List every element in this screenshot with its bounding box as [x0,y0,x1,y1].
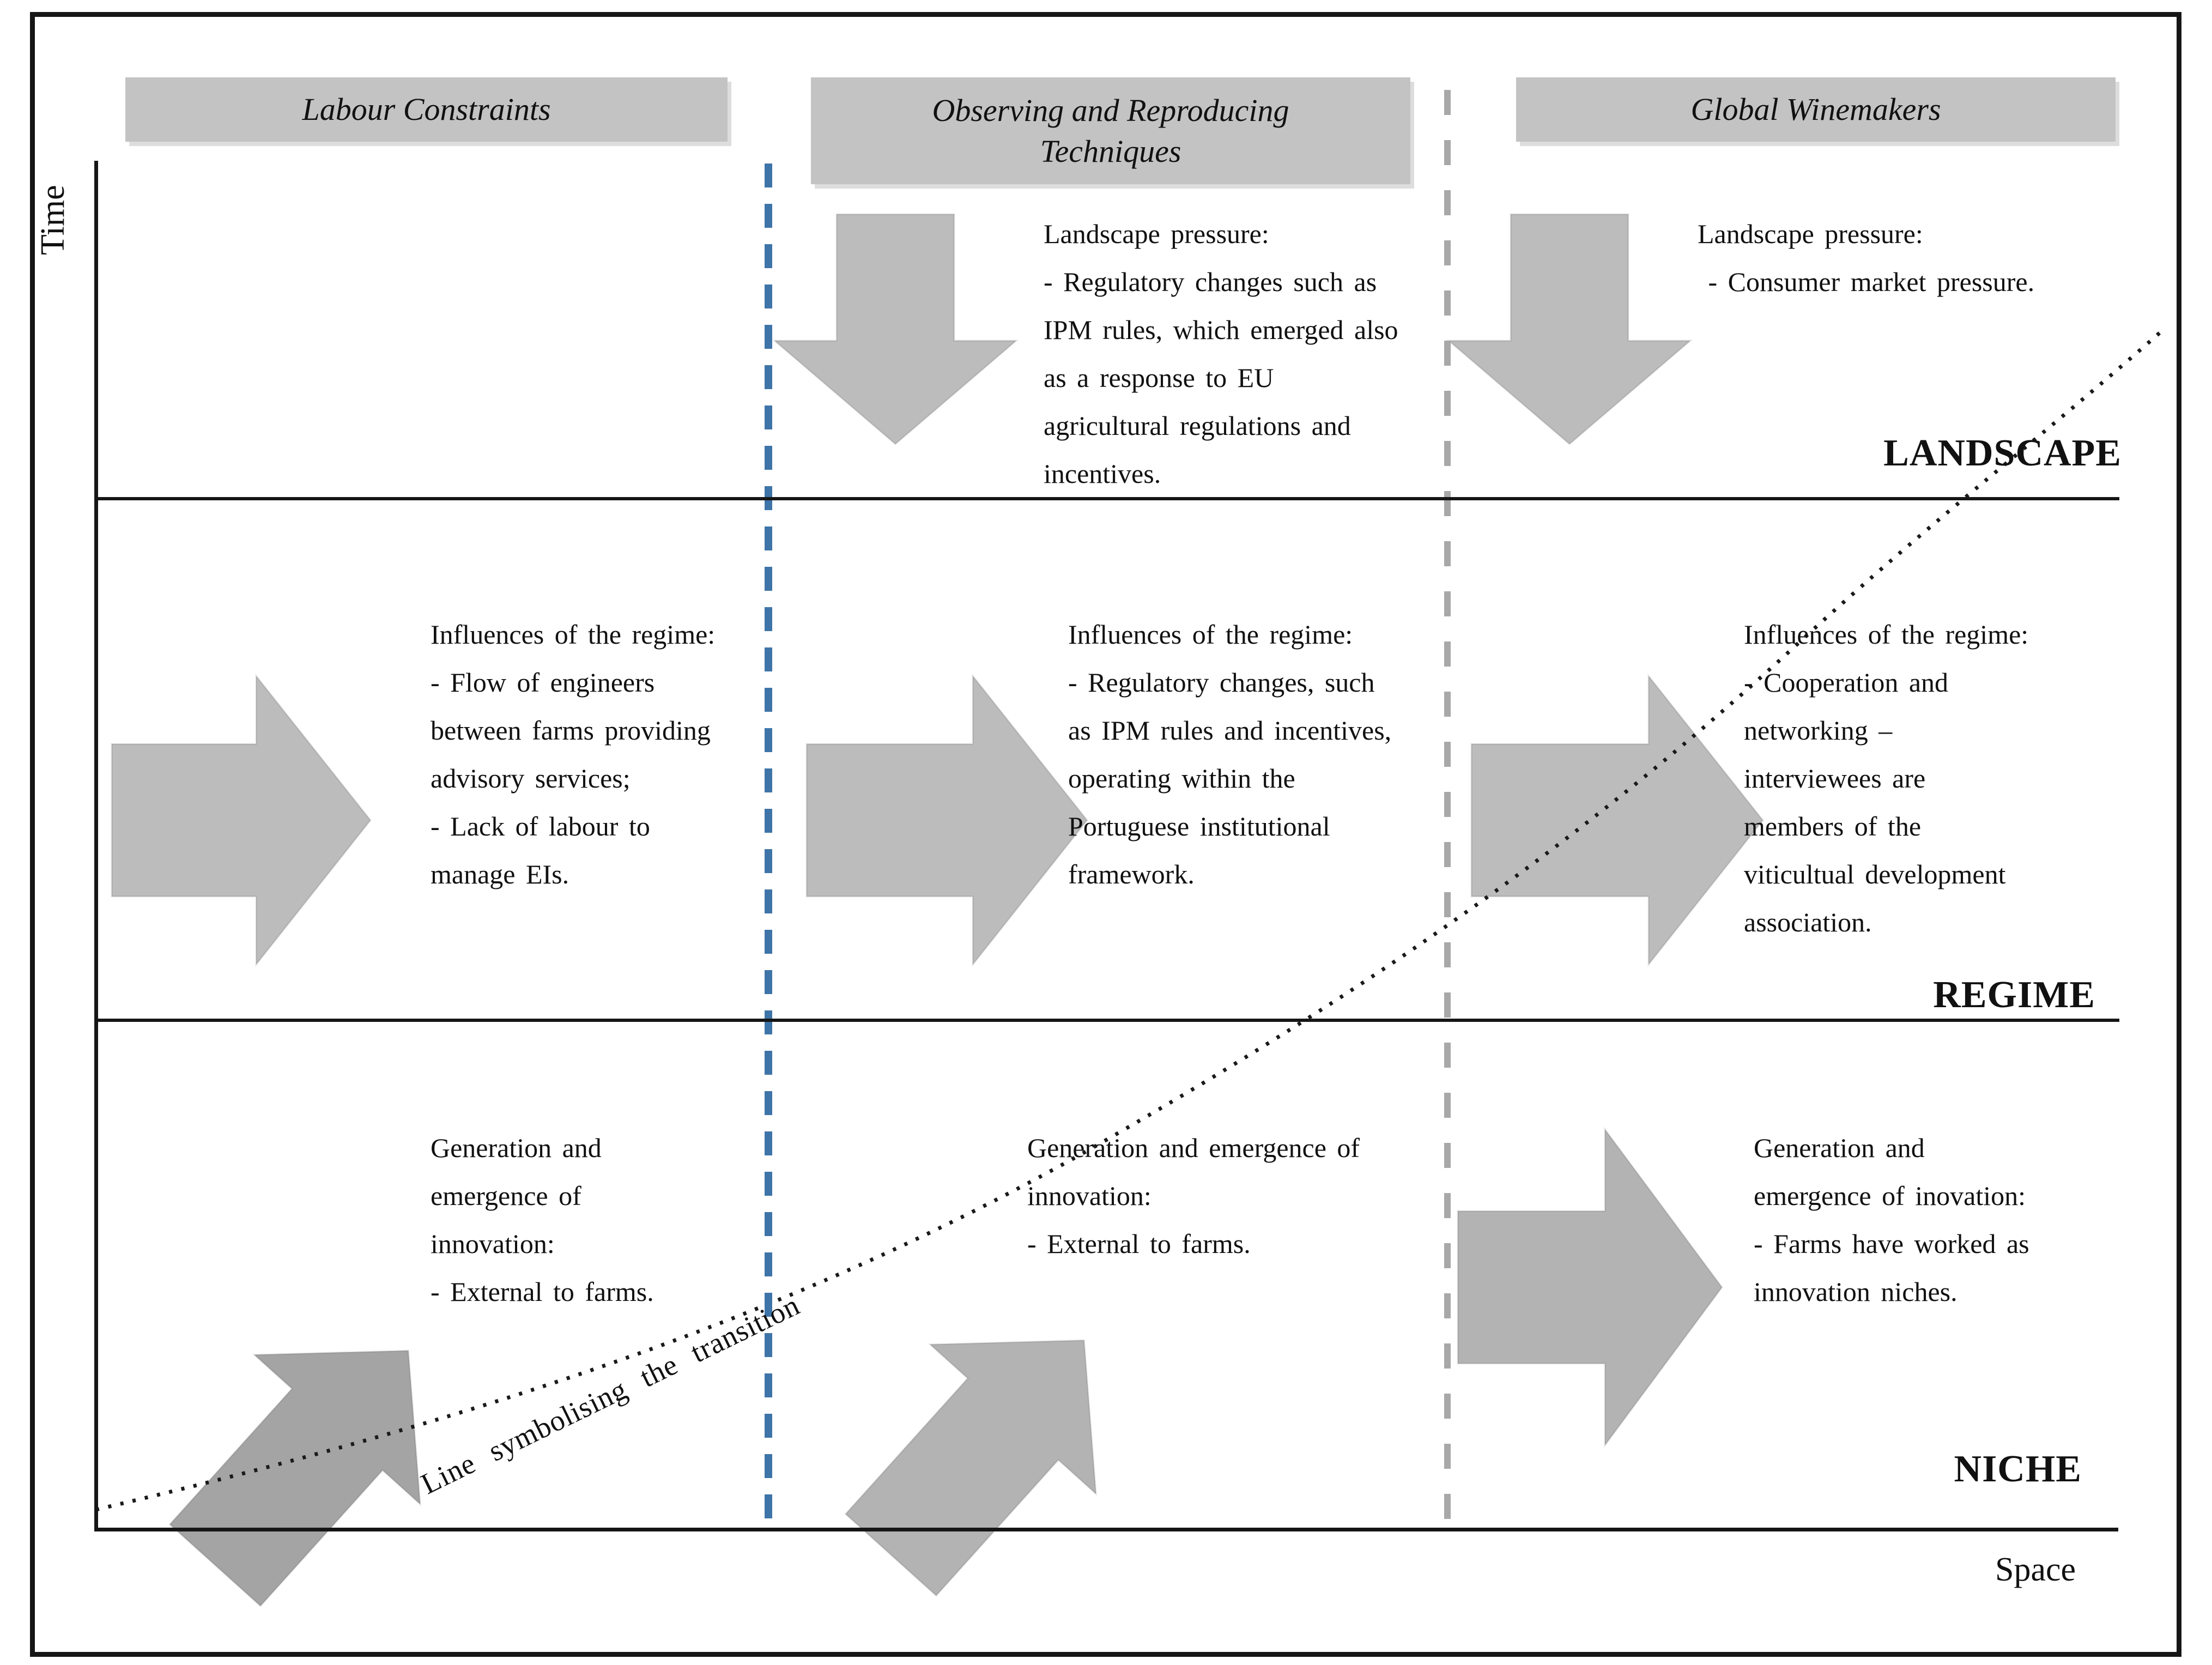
landscape-pressure-text-col3: Landscape pressure: - Consumer market pr… [1698,219,2035,297]
phase-divider-dashed-line-blue [765,164,772,1529]
time-axis-line [94,161,98,1531]
landscape-pressure-text-col2: Landscape pressure: - Regulatory changes… [1044,219,1398,489]
regime-niche-divider-line [94,1019,2119,1022]
space-axis-line [94,1528,2118,1531]
niche-innovation-text-col1: Generation and emergence of innovation: … [431,1133,654,1307]
time-axis-label: Time [34,185,71,255]
phase-header-labour-constraints: Labour Constraints [125,77,728,142]
level-label-landscape: LANDSCAPE [1883,432,2122,474]
phase-header-observing-reproducing: Observing and Reproducing Techniques [811,77,1410,184]
niche-innovation-text-col3: Generation and emergence of inovation: -… [1754,1133,2029,1307]
down-arrow-icon [772,213,1019,445]
diagonal-up-arrow-icon [844,1339,1097,1597]
right-arrow-icon [111,673,372,967]
phase-header-global-winemakers: Global Winemakers [1516,77,2116,142]
niche-innovation-text-col2: Generation and emergence of innovation: … [1027,1133,1360,1259]
phase-divider-dashed-line-gray [1444,90,1451,1529]
diagonal-up-arrow-icon [168,1349,421,1607]
transition-curve-label-wrap: Line symbolising the transition [416,1288,847,1505]
right-arrow-icon [1470,673,1764,967]
regime-influences-text-col3: Influences of the regime: - Cooperation … [1744,619,2029,937]
right-arrow-icon [1457,1127,1723,1448]
landscape-regime-divider-line [94,497,2119,500]
right-arrow-icon [805,673,1088,967]
level-label-niche: NICHE [1954,1448,2082,1490]
regime-influences-text-col2: Influences of the regime: - Regulatory c… [1068,619,1392,889]
down-arrow-icon [1446,213,1693,445]
level-label-regime: REGIME [1933,974,2095,1016]
time-axis-label-wrap: Time [34,185,104,294]
transition-curve [95,325,2168,1512]
space-axis-label: Space [1995,1551,2076,1588]
regime-influences-text-col1: Influences of the regime: - Flow of engi… [431,619,716,889]
figure-border [30,12,2181,1657]
